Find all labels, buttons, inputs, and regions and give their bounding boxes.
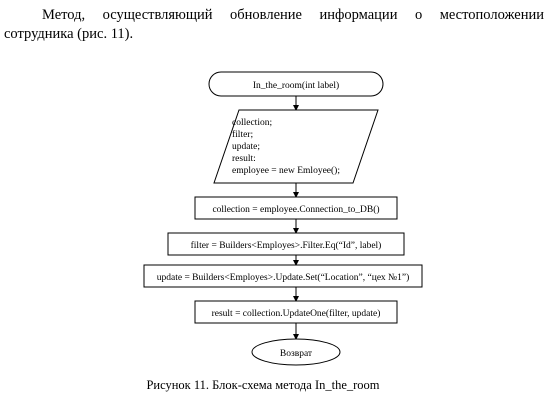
declaration-line-4: result: (232, 154, 256, 164)
process-step-result: result = collection.UpdateOne(filter, up… (194, 300, 398, 324)
declaration-line-2: filter; (232, 129, 253, 140)
declaration-line-3: update; (232, 142, 260, 152)
process-step-result-label: result = collection.UpdateOne(filter, up… (212, 308, 381, 319)
process-step-connection: collection = employee.Connection_to_DB() (194, 196, 398, 220)
process-step-connection-label: collection = employee.Connection_to_DB() (212, 204, 379, 215)
figure-caption: Рисунок 11. Блок-схема метода In_the_roo… (146, 378, 380, 392)
declaration-line-5: employee = new Emloyee(); (232, 165, 340, 176)
declarations-io-block: collection; filter; update; result: empl… (213, 109, 379, 184)
start-terminator: In_the_room(int label) (208, 71, 384, 97)
start-label: In_the_room(int label) (253, 80, 339, 91)
process-step-update-label: update = Builders<Employes>.Update.Set(“… (157, 272, 409, 283)
end-terminator: Возврат (251, 338, 341, 366)
intro-paragraph: Метод, осуществляющий обновление информа… (4, 6, 544, 44)
process-step-filter-label: filter = Builders<Employes>.Filter.Eq(“I… (191, 240, 382, 251)
process-step-update: update = Builders<Employes>.Update.Set(“… (143, 264, 423, 288)
end-label: Возврат (280, 349, 313, 359)
declaration-line-1: collection; (232, 118, 272, 128)
flowchart: In_the_room(int label) collection; filte… (143, 71, 423, 366)
intro-text: Метод, осуществляющий обновление информа… (4, 7, 544, 42)
process-step-filter: filter = Builders<Employes>.Filter.Eq(“I… (167, 232, 405, 256)
